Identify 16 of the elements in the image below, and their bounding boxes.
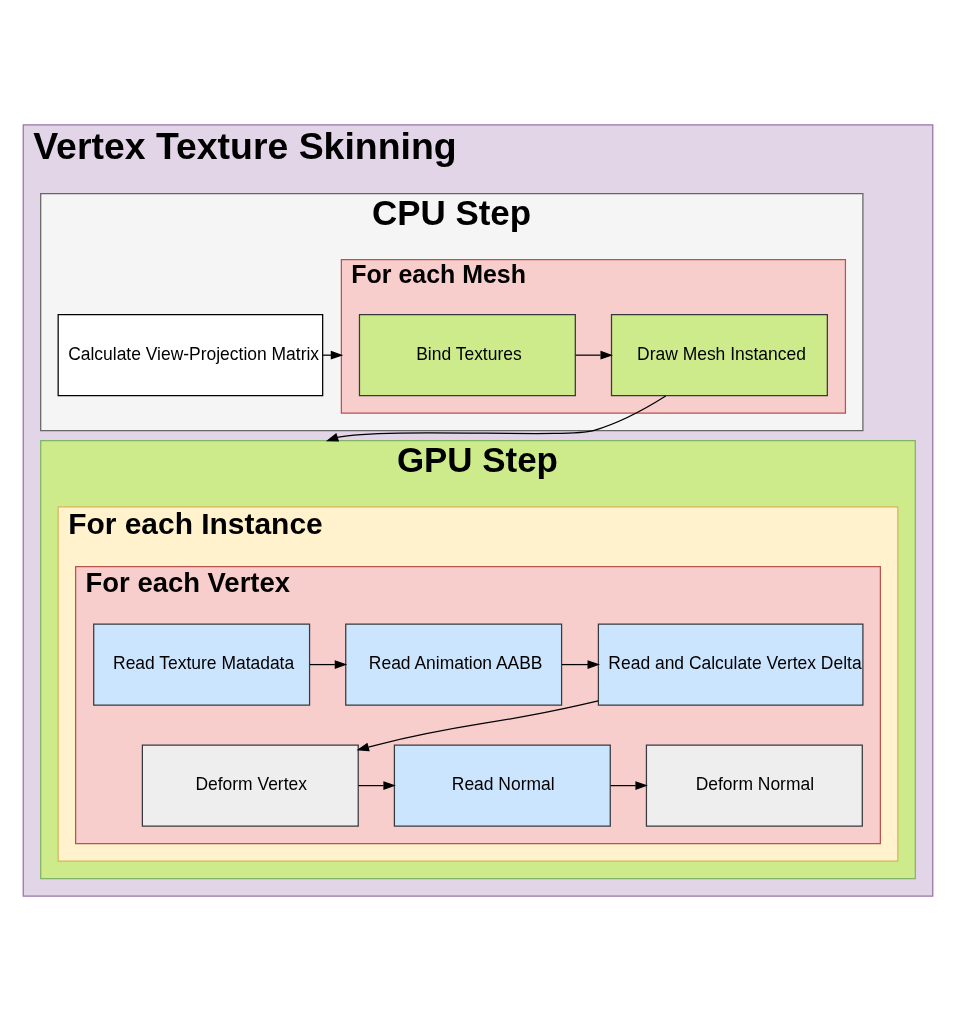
arrow: [575, 350, 613, 360]
arrow: [357, 781, 396, 790]
node-box: Read Texture Matadata: [93, 623, 311, 706]
arrow: [309, 660, 348, 669]
node-box: Deform Normal: [645, 744, 863, 827]
node-box: Read Animation AABB: [345, 623, 563, 706]
node-box: Bind Textures: [358, 314, 576, 397]
node-box: Deform Vertex: [141, 744, 359, 827]
arrow: [325, 395, 667, 442]
node-box: Read Normal: [393, 744, 611, 827]
node-box: Draw Mesh Instanced: [610, 314, 828, 397]
arrow: [610, 781, 648, 790]
arrow: [356, 700, 599, 752]
arrow: [561, 660, 601, 669]
node-box: Calculate View-Projection Matrix: [57, 314, 324, 397]
node-box: Read and Calculate Vertex Delta: [597, 623, 864, 706]
